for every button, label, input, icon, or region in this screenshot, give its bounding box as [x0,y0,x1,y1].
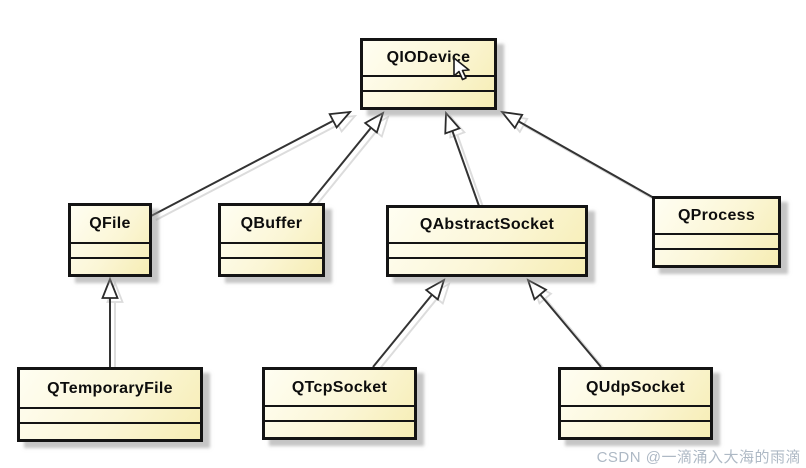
attributes-compartment [221,242,322,257]
class-box-qudpsocket[interactable]: QUdpSocket [558,367,713,440]
attributes-compartment [265,405,414,420]
class-name: QFile [89,215,131,232]
class-box-qtemporaryfile[interactable]: QTemporaryFile [17,367,203,442]
attributes-compartment [561,405,710,420]
edge-qbuffer-to-qiodevice [308,113,383,205]
csdn-watermark: CSDN @一滴涌入大海的雨滴 [596,449,801,466]
attributes-compartment [363,75,494,90]
edge-qfile-to-qiodevice [150,112,350,217]
attributes-compartment [71,242,149,257]
edge-qabstractsocket-to-qiodevice [446,113,480,207]
class-box-qabstractsocket[interactable]: QAbstractSocket [386,205,588,277]
class-name: QProcess [677,207,756,224]
edge-qudpsocket-to-qabstractsocket [528,280,602,368]
attributes-compartment [655,233,778,248]
class-box-qtcpsocket[interactable]: QTcpSocket [262,367,417,440]
methods-compartment [363,90,494,107]
methods-compartment [561,420,710,437]
class-box-qprocess[interactable]: QProcess [652,196,781,268]
methods-compartment [221,257,322,274]
methods-compartment [71,257,149,274]
class-box-qiodevice[interactable]: QIODevice [360,38,497,110]
methods-compartment [20,422,200,439]
class-name: QUdpSocket [585,378,685,396]
class-box-qfile[interactable]: QFile [68,203,152,277]
edge-lines [110,112,655,368]
attributes-compartment [20,407,200,422]
class-box-qbuffer[interactable]: QBuffer [218,203,325,277]
class-name: QTemporaryFile [47,379,173,397]
edge-qtcpsocket-to-qabstractsocket [372,280,444,368]
class-name: QBuffer [240,215,303,232]
class-name: QTcpSocket [291,378,388,396]
edge-qprocess-to-qiodevice [502,112,655,199]
methods-compartment [265,420,414,437]
class-name: QIODevice [386,49,471,66]
edge-shadows [115,116,660,372]
methods-compartment [389,257,585,274]
methods-compartment [655,248,778,265]
attributes-compartment [389,242,585,257]
class-name: QAbstractSocket [419,216,555,233]
